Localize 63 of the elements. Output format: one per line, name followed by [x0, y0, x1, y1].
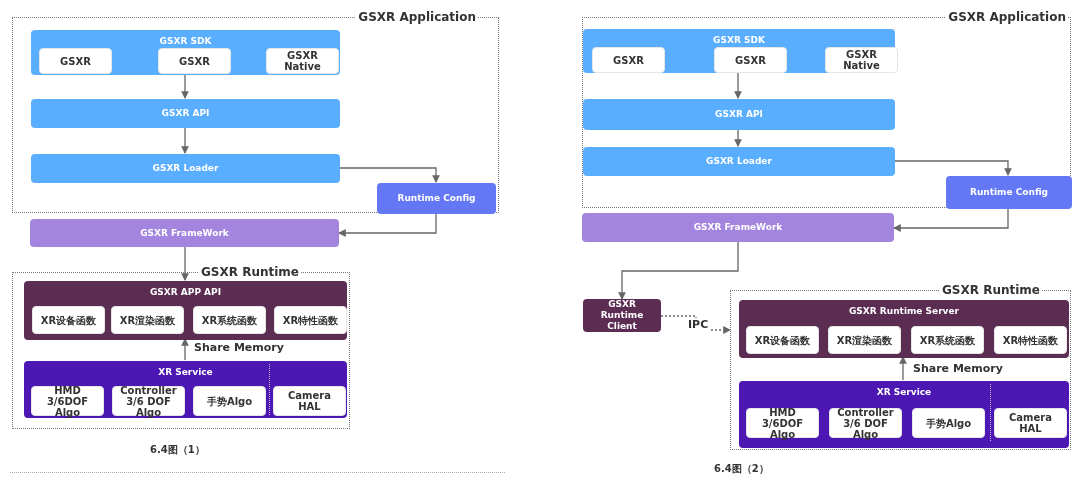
module-box: Controller 3/6 DOF Algo [829, 408, 902, 438]
module-box: XR设备函数 [746, 326, 819, 354]
arrow [893, 160, 1012, 176]
module-box: GSXR [592, 47, 665, 73]
module-box: XR渲染函数 [111, 306, 184, 334]
process-box: GSXR API [31, 99, 340, 128]
module-box: GSXR Native [266, 48, 339, 74]
module-box: XR特性函数 [994, 326, 1067, 354]
module-box: HMD 3/6DOF Algo [746, 408, 819, 438]
arrow [338, 167, 440, 183]
arrow [899, 356, 907, 381]
group-title: GSXR Application [356, 9, 478, 25]
arrow [181, 126, 189, 154]
edge-label: Share Memory [911, 362, 1005, 376]
layer-title: GSXR SDK [712, 34, 766, 46]
layer-title: XR Service [157, 366, 214, 378]
layer-title: GSXR APP API [148, 286, 223, 298]
figure-caption: 6.4图（1） [150, 443, 205, 457]
module-box: XR渲染函数 [828, 326, 901, 354]
module-box: GSXR [39, 48, 112, 74]
layer-box [31, 30, 340, 75]
module-box: Controller 3/6 DOF Algo [112, 386, 185, 416]
module-box: GSXR [714, 47, 787, 73]
module-box: XR设备函数 [32, 306, 105, 334]
layer-box [24, 361, 347, 418]
figure-caption: 6.4图（2） [714, 462, 769, 476]
layer-box [739, 300, 1069, 358]
arrow [181, 338, 189, 361]
module-box: XR系统函数 [193, 306, 266, 334]
module-box: 手势Algo [193, 386, 266, 416]
module-box: Camera HAL [273, 386, 346, 416]
arrow [893, 207, 1009, 232]
process-box: GSXR Loader [583, 147, 895, 176]
process-box: Runtime Config [377, 183, 496, 214]
process-box: GSXR FrameWork [582, 213, 894, 242]
module-box: GSXR Native [825, 47, 898, 73]
layer-box [24, 281, 347, 340]
arrow [338, 212, 437, 237]
layer-title: GSXR Runtime Server [847, 305, 961, 317]
module-box: Camera HAL [994, 408, 1067, 438]
module-box: GSXR [158, 48, 231, 74]
process-box: GSXR Runtime Client [583, 299, 661, 332]
layer-title: GSXR SDK [158, 35, 213, 47]
edge-label: IPC [686, 318, 711, 332]
process-box: Runtime Config [946, 176, 1072, 209]
arrow [181, 246, 189, 281]
arrow [660, 315, 731, 334]
module-box: HMD 3/6DOF Algo [31, 386, 104, 416]
module-box: XR系统函数 [911, 326, 984, 354]
module-box: XR特性函数 [274, 306, 347, 334]
arrow [734, 128, 742, 147]
layer-box [739, 381, 1069, 448]
group-title: GSXR Application [946, 9, 1068, 25]
arrow [734, 71, 742, 99]
arrow [618, 241, 739, 300]
module-box: 手势Algo [912, 408, 985, 438]
process-box: GSXR FrameWork [30, 219, 339, 247]
process-box: GSXR Loader [31, 154, 340, 183]
layer-title: XR Service [875, 386, 933, 398]
arrow [181, 73, 189, 99]
edge-label: Share Memory [192, 341, 286, 355]
process-box: GSXR API [583, 99, 895, 130]
layer-box [583, 29, 895, 73]
